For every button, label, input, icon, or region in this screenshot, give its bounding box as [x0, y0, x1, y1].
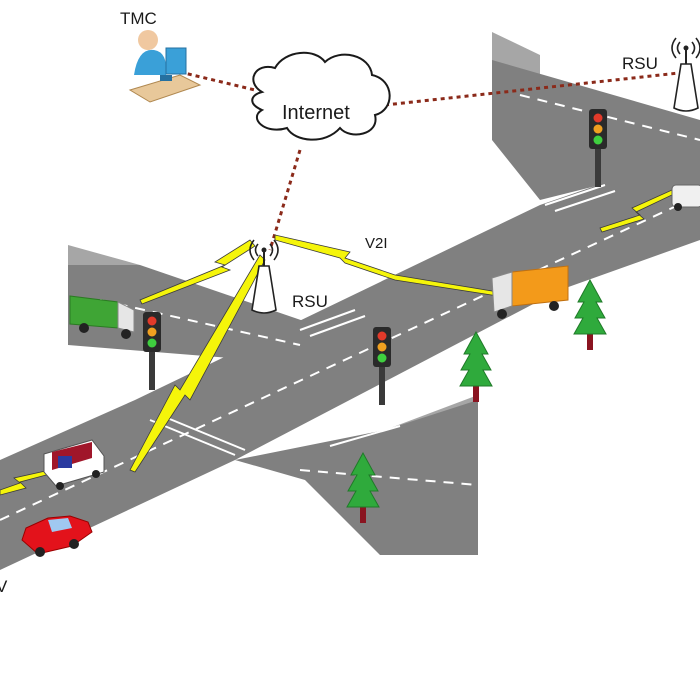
traffic-light-icon [143, 312, 161, 390]
operator-computer-icon [128, 30, 202, 103]
crosswalks [149, 184, 616, 456]
tree-icon [573, 279, 607, 351]
backbone-links [179, 70, 689, 251]
lane-markings [0, 94, 700, 521]
rsu-center-label: RSU [292, 292, 328, 311]
truck-icon [69, 295, 135, 339]
traffic-light-icon [373, 327, 391, 405]
rsu-right-label: RSU [622, 54, 658, 73]
rsu-antenna-icon [671, 37, 700, 112]
truck-icon [491, 265, 569, 319]
car-icon [21, 515, 93, 557]
main-road [0, 150, 700, 570]
car-icon [671, 184, 700, 211]
tmc-label: TMC [120, 9, 157, 28]
internet-label: Internet [282, 102, 350, 124]
v-partial-label: V [0, 577, 8, 596]
v2i-label: V2I [365, 235, 388, 252]
tree-icon [459, 331, 493, 403]
cloud-icon [251, 51, 391, 141]
ambulance-icon [43, 439, 105, 490]
